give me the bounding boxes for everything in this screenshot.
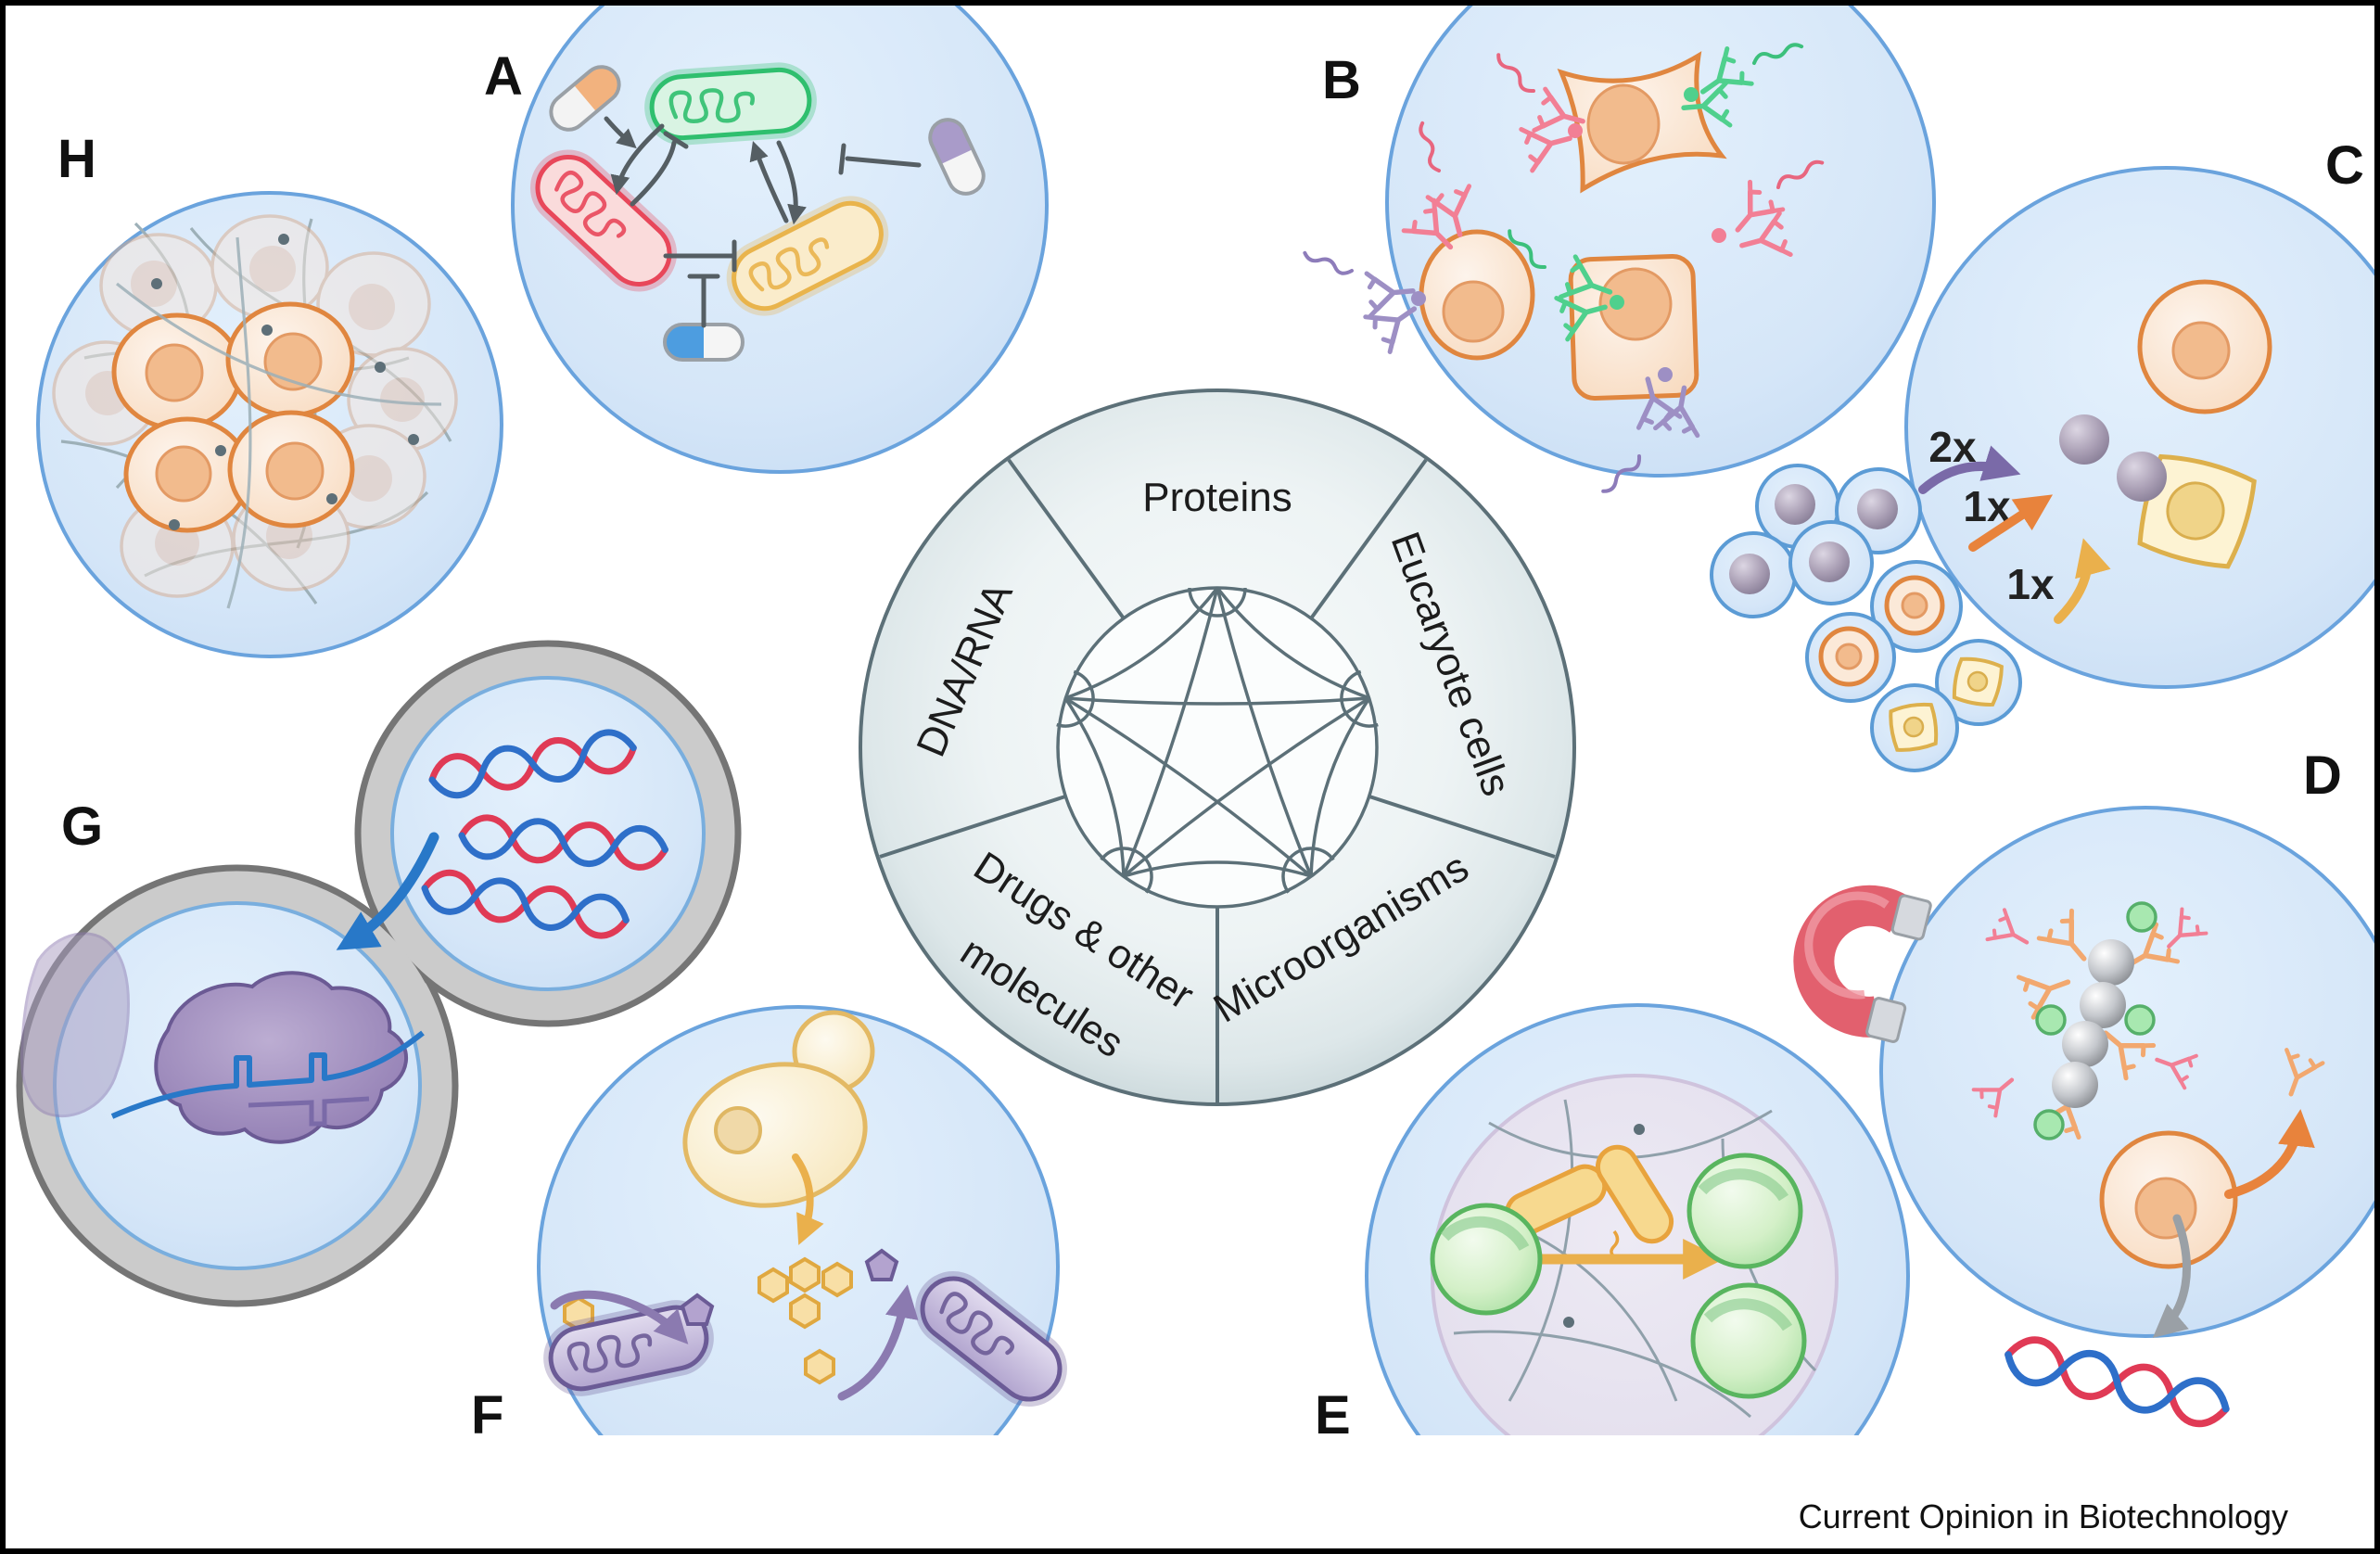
panel-g	[16, 640, 742, 1307]
panel-label-c: C	[2325, 135, 2364, 196]
square-cell-nucleus	[1598, 267, 1673, 341]
panel-b-circle	[1385, 6, 1936, 478]
dna-helix-icon	[2003, 1334, 2231, 1430]
pill-icon-blue	[663, 323, 745, 362]
secretion-arrow	[2224, 1109, 2315, 1199]
magnetic-bead	[2062, 1021, 2108, 1067]
matrix-nodes	[151, 234, 419, 530]
green-antigen	[2126, 901, 2157, 933]
panel-label-d: D	[2303, 745, 2342, 806]
integrated-dna-line	[110, 1030, 425, 1119]
magnetic-bead	[2088, 939, 2134, 986]
droplet-purple	[1788, 520, 1874, 605]
magnetic-bead	[2080, 982, 2126, 1028]
chromatin-blob-faded	[19, 932, 130, 1118]
purple-particle	[2117, 452, 2167, 502]
bead-antibody-complex	[1974, 901, 2207, 1140]
panel-label-g: G	[61, 796, 103, 857]
sorting-arrow-purple	[1918, 445, 2021, 494]
foreground-cells	[111, 301, 355, 533]
secretion-arrow-yellow	[792, 1153, 824, 1245]
cell-icon	[111, 312, 243, 431]
interaction-graph	[1063, 586, 1371, 878]
green-vesicles	[1430, 1153, 1807, 1399]
antigen-dots	[1411, 87, 1726, 382]
chromatin-blob	[154, 971, 409, 1144]
journal-name: Current Opinion in Biotechnology	[1799, 1497, 2288, 1535]
matrix-network-overlay	[116, 236, 442, 609]
wheel-label-proteins: Proteins	[1142, 475, 1292, 520]
panel-label-a: A	[484, 46, 523, 107]
droplet-yellow	[1870, 683, 1959, 772]
panel-label-h: H	[57, 129, 96, 189]
interaction-arrows	[604, 116, 922, 328]
conversion-arrow	[837, 1284, 919, 1401]
round-cell-nucleus	[1442, 280, 1505, 343]
dna-transfer-arrow	[336, 832, 439, 950]
panel-a	[511, 6, 1049, 474]
panel-b	[1301, 6, 1936, 496]
panel-label-f: F	[471, 1385, 503, 1446]
green-antigen	[2035, 1004, 2067, 1036]
panel-d-circle	[1879, 806, 2374, 1338]
pill-icon-purple	[924, 113, 986, 196]
panel-c: 2x 1x 1x	[1710, 166, 2374, 772]
droplet-cluster	[1710, 464, 2022, 772]
panel-label-e: E	[1315, 1385, 1351, 1446]
bacterium-icon-green	[650, 68, 811, 140]
sorting-arrow-yellow	[2054, 538, 2111, 624]
yeast-icon	[682, 1062, 868, 1208]
bacterium-rod-yellow	[1595, 1144, 1674, 1244]
multiplier-label-1x-yellow: 1x	[2006, 560, 2055, 608]
genome-dna-line	[248, 1096, 370, 1127]
panel-e	[1365, 1003, 1910, 1435]
wheel-dividers	[879, 458, 1556, 1102]
antibody-tail	[1301, 248, 1354, 280]
figure-canvas: 2x 1x 1x	[16, 6, 2374, 1535]
magnetic-bead	[2052, 1062, 2098, 1108]
magnet-icon	[1793, 885, 1932, 1043]
yeast-nucleus	[714, 1106, 762, 1154]
sequencing-arrow	[2152, 1214, 2191, 1339]
panel-h	[36, 191, 503, 658]
sorting-arrow-orange	[1968, 494, 2054, 552]
green-antigen	[2033, 1109, 2065, 1140]
purple-particle	[2059, 414, 2109, 465]
central-wheel: Proteins Eucaryote cells Microorganisms …	[859, 388, 1576, 1106]
panel-d	[1793, 806, 2374, 1430]
yellow-cell-icon	[2137, 453, 2257, 569]
droplet-orange	[1870, 560, 1963, 653]
panel-f	[537, 1005, 1072, 1435]
cell-icon	[227, 410, 355, 529]
droplet-purple	[1710, 531, 1797, 618]
panel-c-circle	[1904, 166, 2374, 689]
droplet-orange	[1805, 612, 1896, 703]
green-antigen	[2124, 1004, 2156, 1036]
star-cell-nucleus	[1586, 83, 1661, 165]
droplet-yellow	[1935, 639, 2022, 726]
wheel-hub	[1056, 586, 1379, 909]
conversion-arrow	[550, 1290, 689, 1344]
panel-label-b: B	[1322, 50, 1361, 110]
pill-icon-orange	[543, 65, 621, 137]
